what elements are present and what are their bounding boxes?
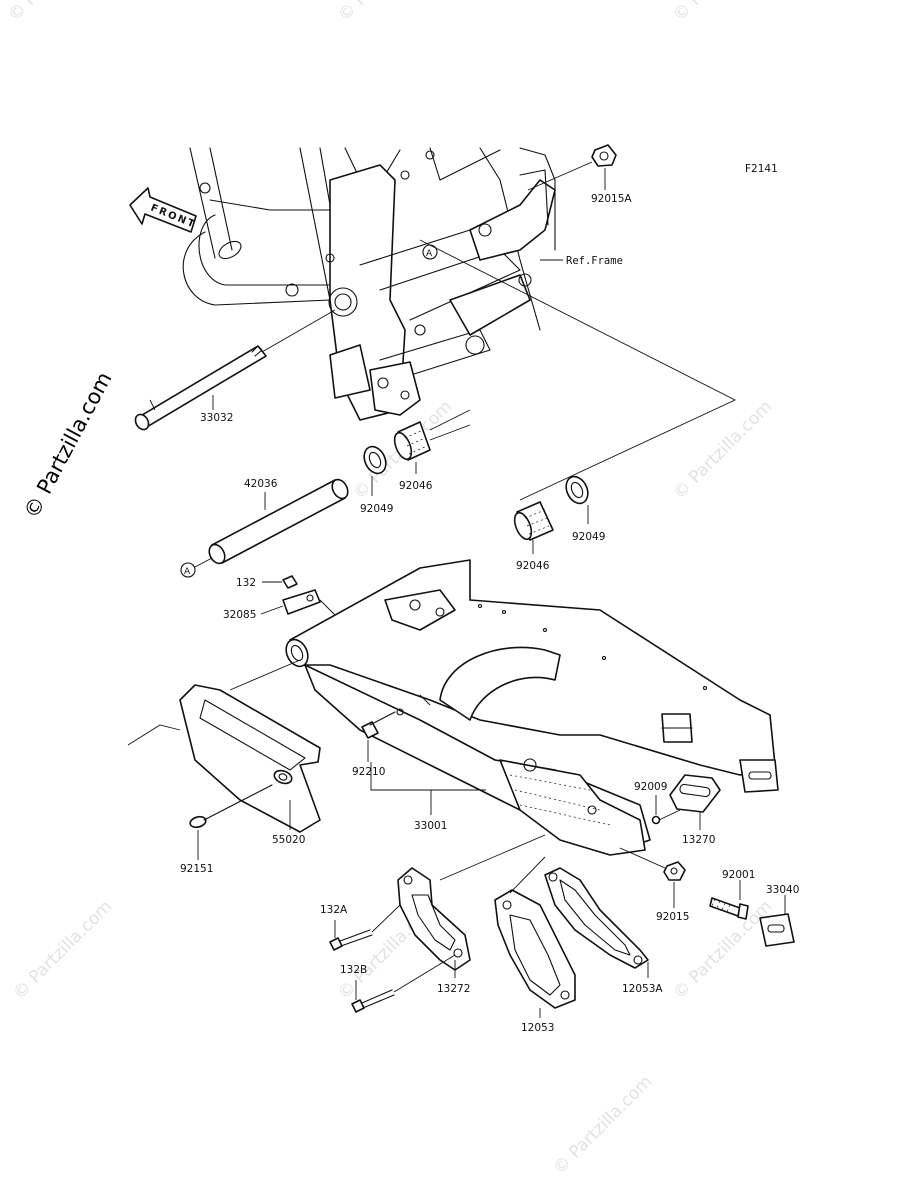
label-12053A: 12053A: [622, 983, 663, 995]
label-92210: 92210: [352, 766, 385, 778]
pivot-shaft-33032-icon: [134, 309, 336, 431]
label-33001: 33001: [414, 820, 447, 832]
bolt-92210-icon: [361, 708, 404, 762]
label-92015: 92015: [656, 911, 689, 923]
ref-frame-label: Ref.Frame: [566, 255, 623, 267]
bolt-132B-icon: [351, 954, 456, 1013]
label-92001: 92001: [722, 869, 755, 881]
watermark-text: © Partzilla.com: [669, 0, 776, 26]
label-13270: 13270: [682, 834, 715, 846]
nut-92015A-icon: [527, 144, 617, 191]
nut-92015-icon: [619, 847, 686, 908]
label-55020: 55020: [272, 834, 305, 846]
leader-33001: [370, 762, 486, 815]
partzilla-watermark: © Partzilla.com: [19, 368, 116, 522]
watermark-text: © Partzilla.com: [9, 897, 116, 1004]
label-92009: 92009: [634, 781, 667, 793]
collar-42036-icon: [194, 478, 349, 568]
watermark-text: © Partzilla.com: [549, 1072, 656, 1179]
plate-13270-icon: [669, 774, 721, 830]
bolt-132A-icon: [329, 904, 401, 951]
bolt-132-icon: [262, 575, 298, 589]
chain-guide-12053A-icon: [544, 867, 649, 978]
label-32085: 32085: [223, 609, 256, 621]
bolt-92001-icon: [709, 880, 749, 920]
front-arrow-icon: FRONT: [129, 187, 198, 233]
bearing-92046-icon: [393, 409, 471, 474]
leader-pivot: [419, 239, 737, 501]
label-92046-right: 92046: [516, 560, 550, 572]
guard-plate-13272-icon: [397, 834, 546, 978]
watermark-text: © Partzilla.com: [334, 0, 441, 26]
seal-92049-right-icon: [565, 475, 589, 524]
label-92046: 92046: [399, 480, 433, 492]
label-92049: 92049: [360, 503, 393, 515]
swingarm-33001-icon: [285, 559, 779, 856]
screw-92009-icon: [651, 795, 681, 825]
watermark-text: © Partzilla.com: [4, 0, 111, 26]
chain-guide-12053-icon: [494, 856, 576, 1018]
label-33032: 33032: [200, 412, 233, 424]
label-92015A: 92015A: [591, 193, 632, 205]
ref-marker-label: A: [426, 249, 433, 259]
watermark-text: © Partzilla.com: [669, 397, 776, 504]
label-33040: 33040: [766, 884, 799, 896]
label-92151: 92151: [180, 863, 213, 875]
ref-marker-circle: [180, 562, 196, 578]
label-132B: 132B: [340, 964, 367, 976]
label-92049-right: 92049: [572, 531, 605, 543]
bearing-92046-right-icon: [513, 501, 554, 554]
plate-33040-icon: [759, 895, 795, 947]
label-132A: 132A: [320, 904, 348, 916]
label-42036: 42036: [244, 478, 278, 490]
chain-slider-55020-icon: [127, 659, 321, 833]
label-12053: 12053: [521, 1022, 554, 1034]
ref-marker-label: A: [184, 567, 191, 577]
label-132: 132: [236, 577, 256, 589]
seal-92049-icon: [363, 445, 387, 496]
frame-illustration: A: [182, 147, 556, 421]
screw-92151-icon: [189, 784, 273, 860]
diagram-code: F2141: [745, 163, 778, 175]
clamp-32085-icon: [260, 589, 336, 616]
label-13272: 13272: [437, 983, 470, 995]
